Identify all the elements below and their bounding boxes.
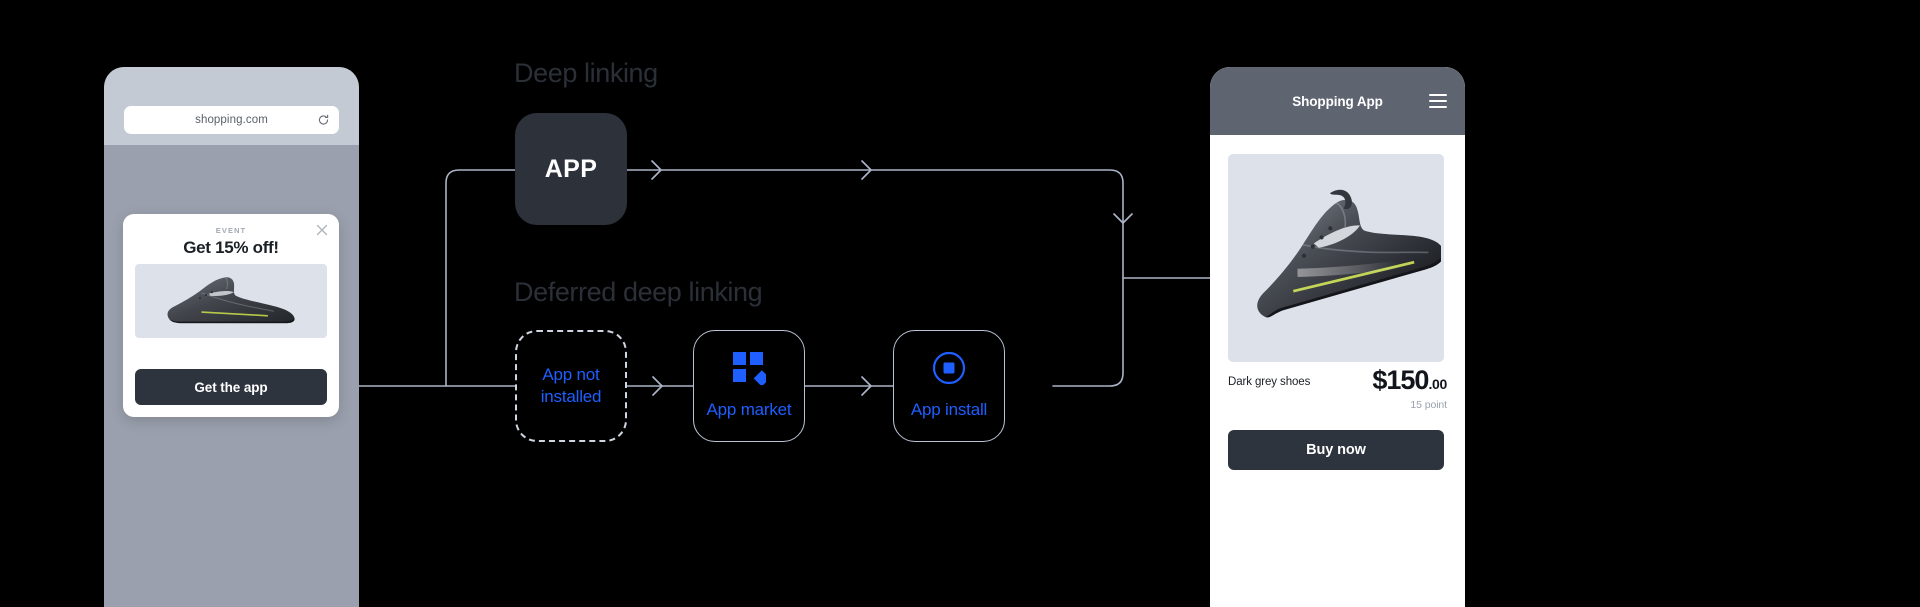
app-market-icon	[732, 351, 766, 386]
section-title-deep-linking: Deep linking	[514, 58, 658, 88]
price-main: $150	[1372, 365, 1429, 395]
app-header-bar: Shopping App	[1210, 67, 1465, 135]
node-app[interactable]: APP	[515, 113, 627, 225]
node-app-install-label: App install	[910, 400, 988, 420]
app-title: Shopping App	[1292, 93, 1383, 109]
buy-now-button[interactable]: Buy now	[1228, 430, 1444, 470]
browser-phone: shopping.com EVENT Get 15% off!	[104, 67, 359, 607]
hamburger-menu-icon[interactable]	[1429, 94, 1447, 108]
promo-popup-card: EVENT Get 15% off!	[123, 214, 339, 417]
promo-product-image	[135, 264, 327, 338]
label-line-1: App not	[542, 365, 600, 385]
price-row: $150.00	[1372, 367, 1447, 394]
price-block: $150.00 15 point	[1372, 367, 1447, 412]
node-app-install[interactable]: App install	[893, 330, 1005, 442]
node-app-label: APP	[544, 154, 598, 183]
promo-eyebrow-label: EVENT	[215, 226, 247, 235]
address-bar-url: shopping.com	[195, 114, 268, 126]
app-install-icon	[932, 351, 966, 385]
label-line-2: installed	[540, 387, 602, 406]
node-app-market[interactable]: App market	[693, 330, 805, 442]
loyalty-points: 15 point	[1410, 399, 1447, 411]
address-bar[interactable]: shopping.com	[124, 106, 339, 134]
reload-icon[interactable]	[317, 114, 330, 127]
section-title-deferred-deep-linking: Deferred deep linking	[514, 277, 763, 307]
product-image	[1228, 154, 1444, 362]
get-the-app-button[interactable]: Get the app	[135, 369, 327, 405]
node-app-not-installed-label: App not installed	[541, 364, 602, 408]
close-icon[interactable]	[314, 222, 330, 238]
node-app-not-installed[interactable]: App not installed	[515, 330, 627, 442]
app-phone: Shopping App	[1210, 67, 1465, 607]
promo-headline: Get 15% off!	[183, 238, 279, 257]
node-app-market-label: App market	[706, 400, 792, 420]
price-cents: .00	[1428, 376, 1447, 392]
product-name: Dark grey shoes	[1228, 376, 1311, 388]
